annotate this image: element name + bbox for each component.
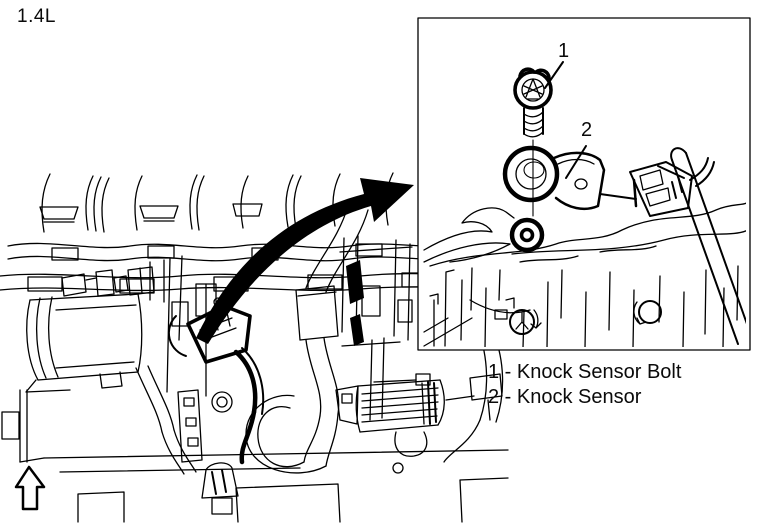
legend-item-bolt: 1 - Knock Sensor Bolt <box>488 361 682 383</box>
chassis-bottom-lines <box>1 389 509 523</box>
engine-block-panels <box>339 235 413 421</box>
orientation-arrow-icon <box>14 465 46 511</box>
legend-item-sensor: 2 - Knock Sensor <box>488 386 642 408</box>
knock-sensor-bolt-drawing <box>513 67 553 217</box>
callout-1-label: 1 <box>558 40 570 62</box>
callout-leader-lines <box>544 61 637 200</box>
detail-inset-box <box>417 17 751 351</box>
inset-engine-surface <box>423 202 746 347</box>
inset-detail <box>423 61 746 347</box>
callout-2-label: 2 <box>581 119 593 141</box>
starter-motor <box>335 373 503 457</box>
inset-tube-drawing <box>670 147 746 345</box>
compressor-cylinder <box>25 293 143 393</box>
center-bracket-column <box>166 255 239 515</box>
zoom-callout-arrow <box>196 178 414 344</box>
engine-variant-label: 1.4L <box>17 6 56 27</box>
purge-valve-fittings <box>61 259 165 303</box>
legend: 1 - Knock Sensor Bolt 2 - Knock Sensor <box>488 360 681 410</box>
